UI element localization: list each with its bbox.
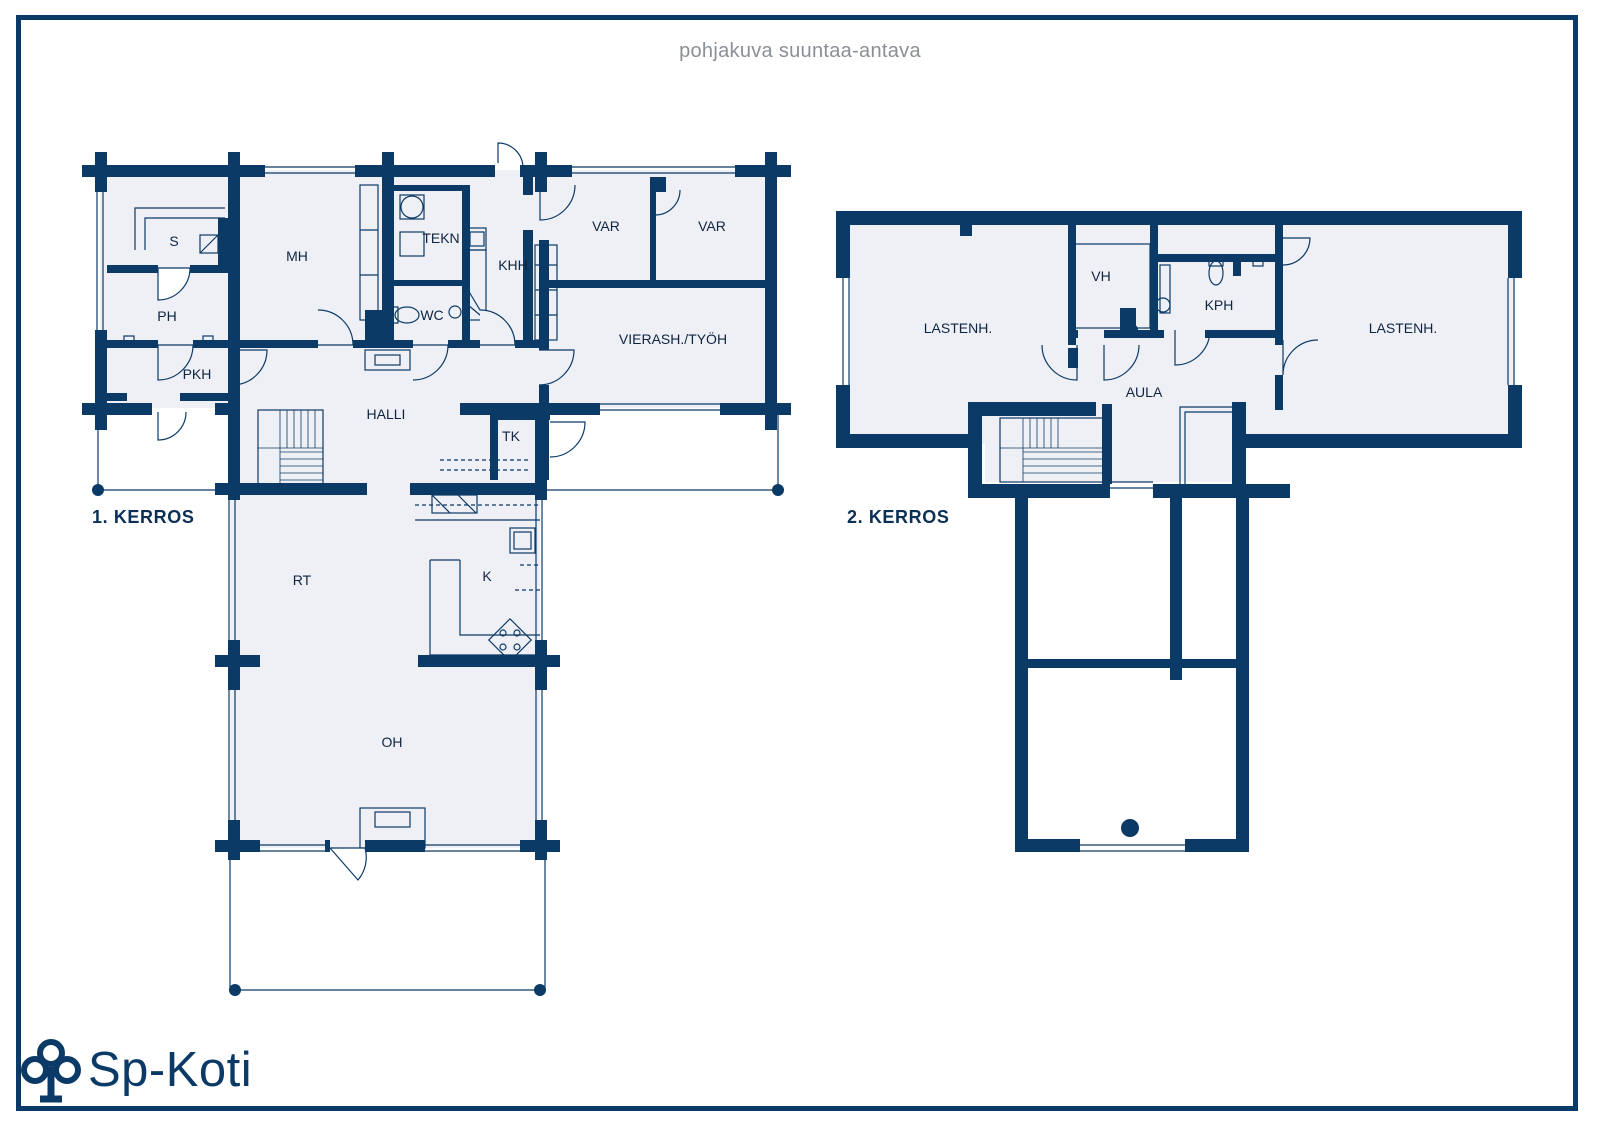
- floor-1-thin-lines: [96, 166, 779, 991]
- floor-1-label: 1. KERROS: [92, 507, 195, 527]
- plan-caption: pohjakuva suuntaa-antava: [679, 40, 921, 62]
- floor-2-posts: [1121, 819, 1139, 837]
- room-label-tk: TK: [502, 428, 521, 444]
- page-frame: [16, 15, 1578, 1111]
- room-label-khh: KHH: [498, 257, 528, 273]
- room-label-tekn: TEKN: [422, 230, 459, 246]
- sp-koti-logo: Sp-Koti: [20, 1035, 252, 1105]
- floor-2-room-labels: VH KPH LASTENH. LASTENH. AULA: [924, 268, 1437, 400]
- room-label-oh: OH: [382, 734, 403, 750]
- floor-2-walls: [836, 211, 1522, 852]
- room-label-var-2: VAR: [698, 218, 726, 234]
- floor-1-doors: [157, 142, 681, 881]
- room-label-k: K: [482, 568, 492, 584]
- floor-1-posts: [92, 484, 784, 996]
- floor-2-label: 2. KERROS: [847, 507, 950, 527]
- floor-1-plan: S MH TEKN KHH VAR VAR PH WC VIERASH./TYÖ…: [82, 142, 791, 996]
- room-label-rt: RT: [293, 572, 312, 588]
- room-label-halli: HALLI: [367, 406, 406, 422]
- room-label-wc: WC: [420, 307, 443, 323]
- room-label-var-1: VAR: [592, 218, 620, 234]
- floor-1-room-labels: S MH TEKN KHH VAR VAR PH WC VIERASH./TYÖ…: [157, 218, 727, 750]
- room-label-ph: PH: [157, 308, 176, 324]
- floor-1-walls: [82, 152, 791, 860]
- room-label-aula: AULA: [1126, 384, 1163, 400]
- floor-2-doors: [1041, 237, 1319, 381]
- room-label-vh: VH: [1091, 268, 1110, 284]
- room-label-s: S: [169, 233, 178, 249]
- room-label-vierash: VIERASH./TYÖH: [619, 330, 727, 347]
- room-label-pkh: PKH: [183, 366, 212, 382]
- room-label-lastenh-2: LASTENH.: [1369, 320, 1437, 336]
- room-label-kph: KPH: [1205, 297, 1234, 313]
- tree-logo-icon: [21, 1039, 81, 1103]
- logo-text: Sp-Koti: [88, 1043, 253, 1097]
- floor-2-plan: VH KPH LASTENH. LASTENH. AULA: [836, 211, 1522, 852]
- room-label-lastenh-1: LASTENH.: [924, 320, 992, 336]
- room-label-mh: MH: [286, 248, 308, 264]
